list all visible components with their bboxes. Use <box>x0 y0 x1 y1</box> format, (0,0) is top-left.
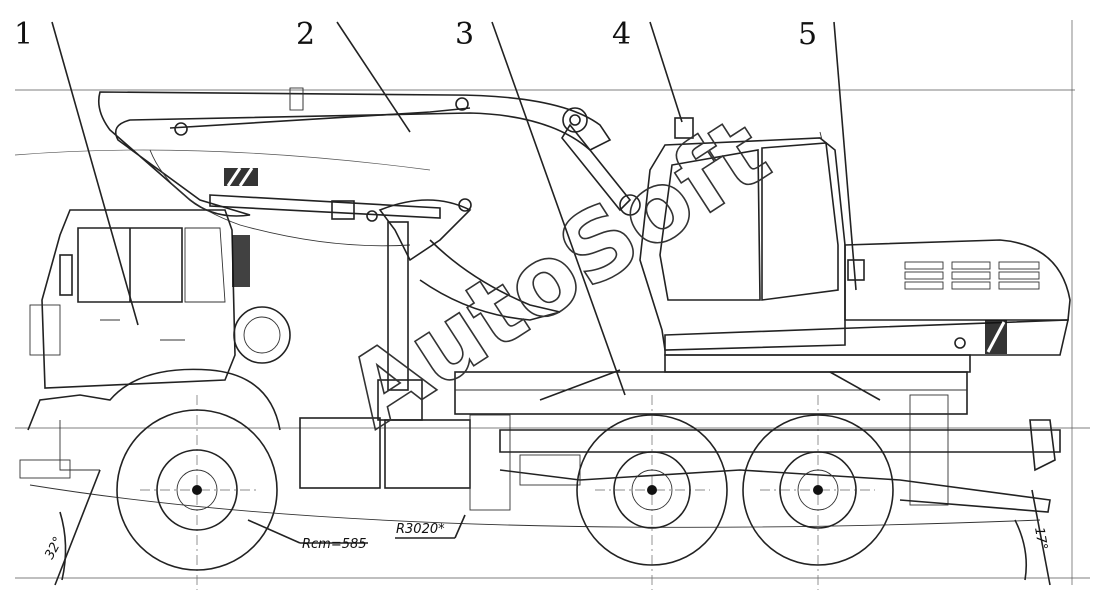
departure-angle-label: 17° <box>1031 526 1050 551</box>
leader-lines <box>51 21 857 544</box>
approach-angle-label: 32° <box>42 534 66 561</box>
cooling-louvers <box>904 261 1040 290</box>
ramp-radius-label: R3020* <box>396 522 445 537</box>
construction-lines <box>14 20 1090 590</box>
boom-assembly <box>97 87 641 421</box>
callout-5-label: 5 <box>798 17 817 52</box>
callout-4-label: 4 <box>612 17 631 52</box>
callout-2-label: 2 <box>296 17 315 52</box>
excavator-cab <box>639 117 846 351</box>
truck-cab <box>19 209 291 479</box>
wheels <box>116 409 894 571</box>
engine-housing <box>664 239 1071 373</box>
callout-1-label: 1 <box>14 17 33 52</box>
front-wheel <box>116 409 278 571</box>
angle-markers <box>54 469 1051 586</box>
middle-wheel <box>576 414 728 566</box>
turning-radius-label: Rcm=585 <box>302 537 367 552</box>
watermark-text: AutoSoft <box>327 95 788 449</box>
rear-wheel <box>742 414 894 566</box>
callout-3-label: 3 <box>455 17 474 52</box>
